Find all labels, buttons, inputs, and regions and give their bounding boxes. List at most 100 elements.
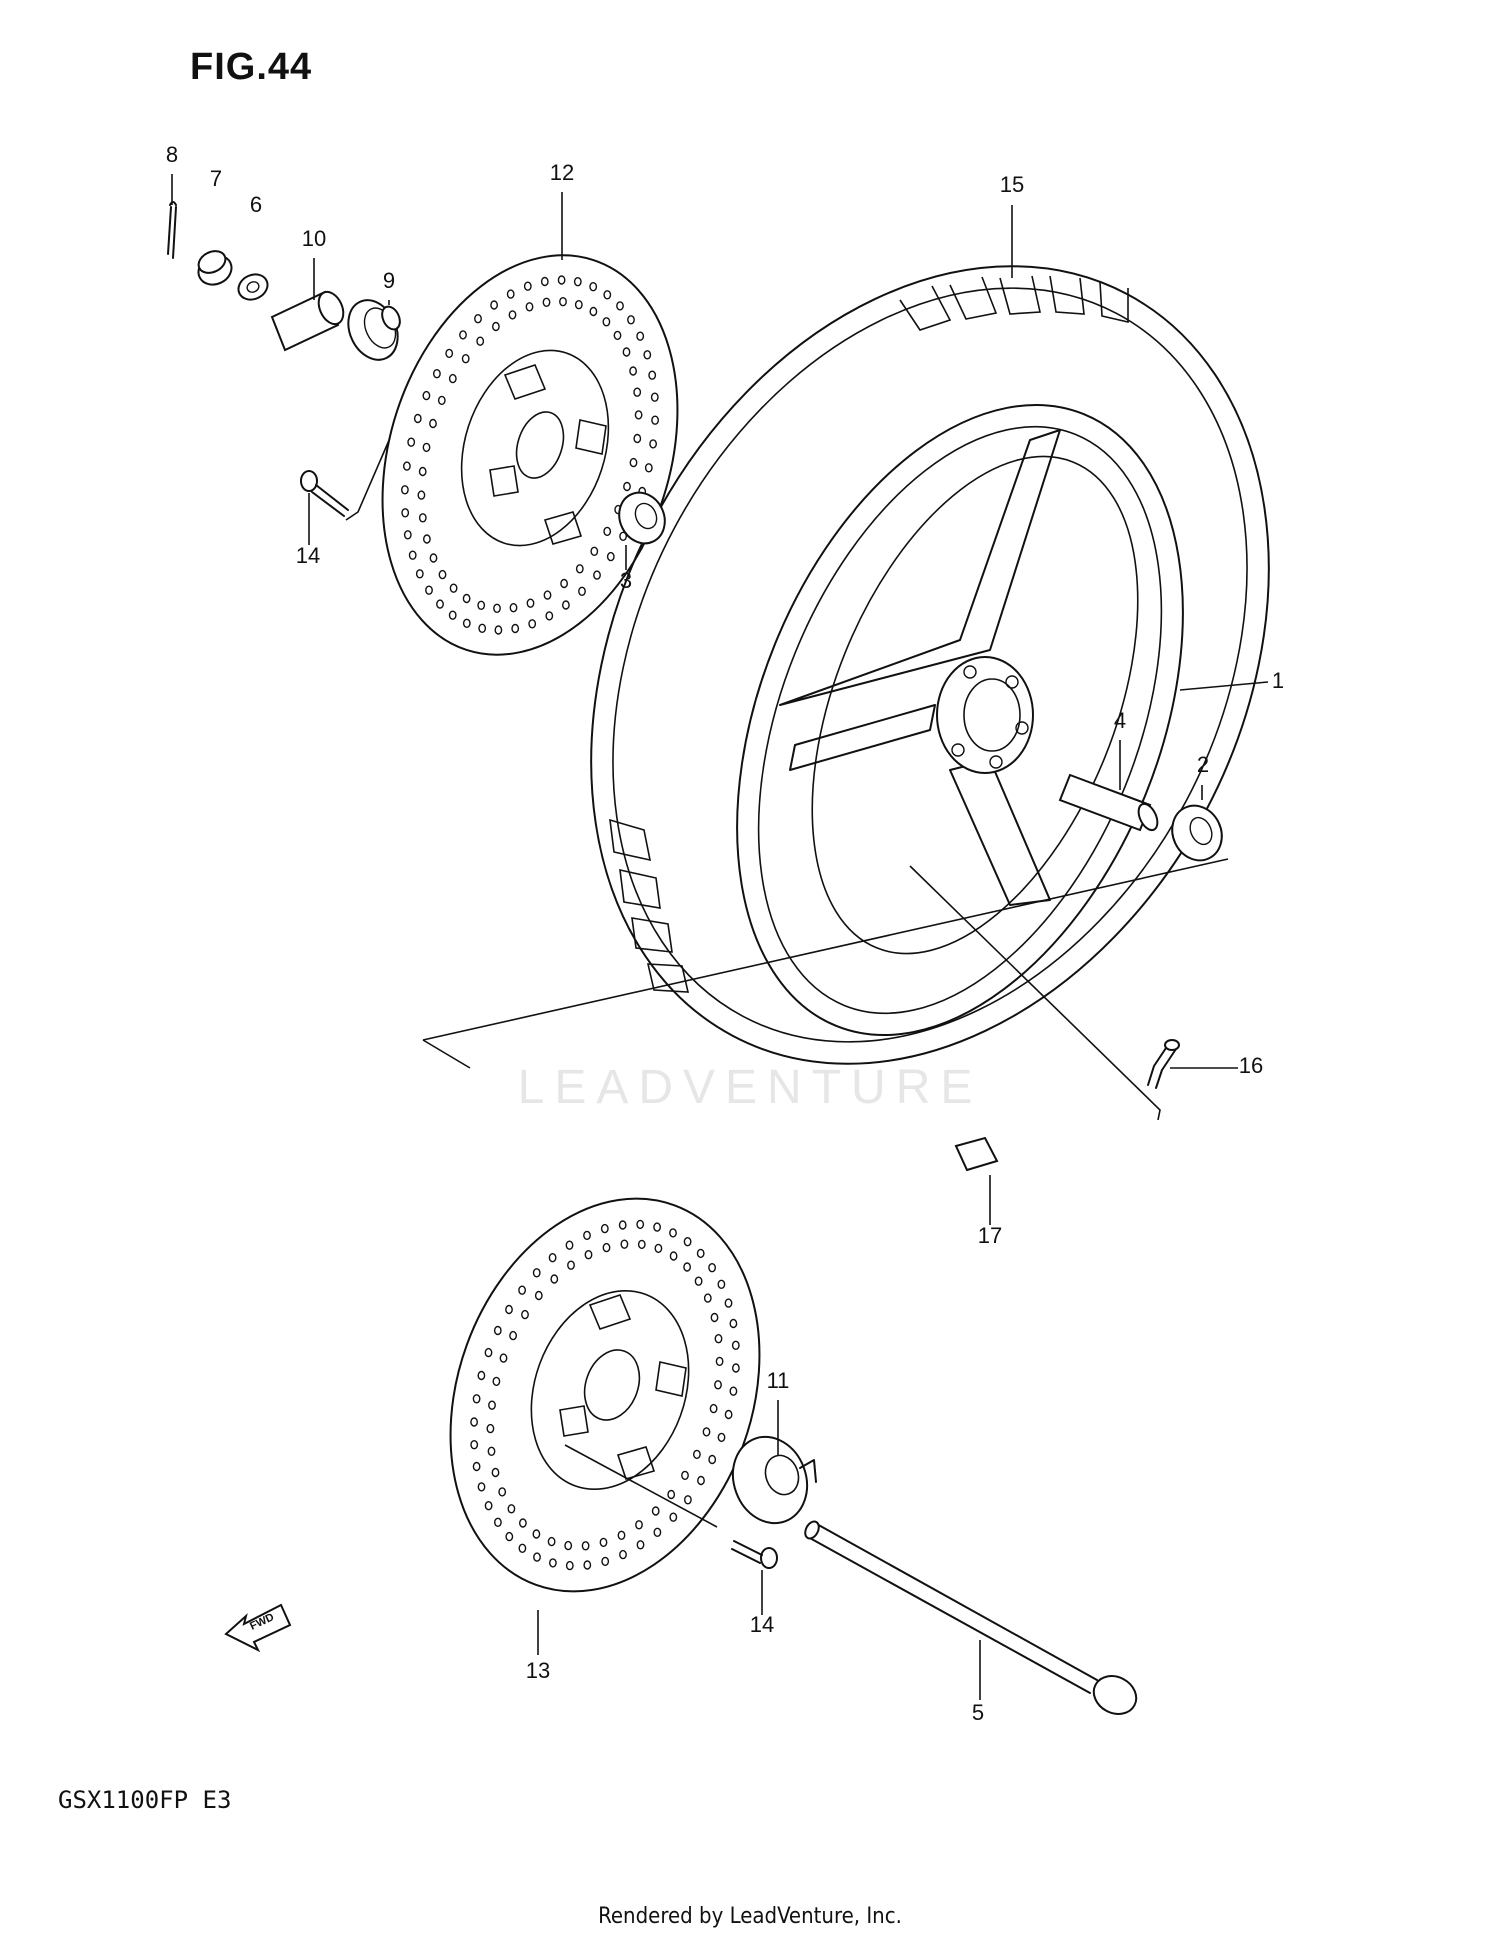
drill-hole: [486, 1423, 495, 1434]
drill-hole: [422, 534, 431, 544]
drill-hole: [477, 1482, 486, 1492]
disc-upper-cross-drill-holes: [400, 275, 659, 635]
drill-hole: [573, 277, 582, 287]
drill-hole: [567, 1260, 575, 1270]
drill-hole: [498, 1487, 507, 1497]
center-spacer-part: [1058, 773, 1159, 832]
drill-hole: [487, 1446, 496, 1457]
bearing-left-part: [618, 491, 666, 545]
drill-hole: [542, 297, 551, 307]
drill-hole: [729, 1386, 738, 1396]
drill-hole: [400, 485, 409, 495]
drill-hole: [601, 1556, 610, 1567]
drill-hole: [523, 281, 532, 291]
drill-hole: [703, 1293, 712, 1303]
drill-hole: [518, 1543, 527, 1554]
drill-hole: [494, 625, 503, 635]
drill-hole: [438, 569, 447, 580]
drill-hole: [525, 302, 534, 312]
drill-hole: [490, 300, 498, 310]
drill-hole: [629, 366, 637, 376]
drill-hole: [403, 530, 412, 540]
drill-hole: [449, 583, 458, 593]
drill-hole: [637, 1239, 646, 1250]
callout-11: 11: [767, 1368, 790, 1393]
valve-stem-part: [1147, 1039, 1180, 1089]
drill-hole: [436, 599, 444, 609]
drill-hole: [432, 369, 441, 379]
callout-15: 15: [1000, 172, 1024, 197]
drill-hole: [669, 1512, 678, 1522]
drill-hole: [472, 1394, 481, 1404]
drill-hole: [418, 513, 427, 523]
drill-hole: [511, 623, 520, 634]
drill-hole: [459, 330, 467, 340]
drill-hole: [717, 1279, 726, 1290]
drill-hole: [697, 1475, 705, 1486]
drill-hole: [533, 1552, 541, 1562]
drill-hole: [474, 314, 482, 324]
callout-1: 1: [1272, 668, 1284, 693]
drill-hole: [534, 1290, 543, 1301]
drill-hole: [543, 590, 552, 600]
callout-13: 13: [526, 1658, 550, 1683]
disc-bolt-lower-part: [731, 1540, 778, 1569]
disc-bolt-upper-part: [300, 470, 349, 517]
drill-hole: [462, 593, 471, 604]
drill-hole: [507, 1504, 516, 1514]
drill-hole: [448, 610, 457, 620]
callout-9: 9: [383, 268, 395, 293]
drill-hole: [629, 457, 638, 468]
drill-hole: [606, 551, 615, 562]
callout-5: 5: [972, 1700, 984, 1725]
drill-hole: [429, 418, 437, 429]
drill-hole: [401, 508, 410, 518]
figure-label: FIG.44: [190, 46, 313, 88]
drill-hole: [506, 289, 515, 299]
drill-hole: [669, 1228, 677, 1238]
drill-hole: [714, 1333, 723, 1344]
drill-hole: [484, 1500, 493, 1511]
callout-7: 7: [210, 166, 222, 191]
drill-hole: [702, 1427, 711, 1437]
drill-hole: [526, 598, 535, 608]
callout-8: 8: [166, 142, 178, 167]
callout-4: 4: [1114, 708, 1126, 733]
drill-hole: [407, 437, 416, 447]
drill-hole: [731, 1340, 740, 1351]
drill-hole: [476, 336, 485, 346]
drill-hole: [488, 1400, 496, 1410]
drill-hole: [694, 1276, 703, 1286]
drill-hole: [627, 315, 635, 325]
drill-hole: [429, 553, 438, 563]
leader-line-1: [1179, 681, 1269, 691]
drill-hole: [493, 603, 501, 613]
drill-hole: [683, 1236, 692, 1247]
drill-hole: [715, 1356, 724, 1367]
drill-hole: [620, 1239, 629, 1249]
drill-hole: [521, 1309, 529, 1320]
drill-hole: [613, 330, 622, 341]
drill-hole: [491, 1467, 500, 1478]
drill-hole: [461, 354, 470, 364]
drill-hole: [565, 1240, 574, 1250]
spacer-tube-part: [270, 290, 345, 352]
drill-hole: [462, 618, 471, 628]
drill-hole: [505, 1531, 514, 1542]
drill-hole: [633, 387, 642, 397]
drill-hole: [547, 1536, 556, 1547]
drill-hole: [550, 1274, 559, 1284]
drill-hole: [589, 306, 598, 317]
drill-hole: [710, 1312, 719, 1323]
drill-hole: [635, 1520, 643, 1530]
drill-hole: [484, 1347, 493, 1358]
drill-hole: [590, 546, 599, 556]
drill-hole: [491, 321, 500, 332]
drill-hole: [644, 463, 653, 473]
drill-hole: [528, 619, 537, 629]
drill-hole: [437, 395, 446, 406]
drill-hole: [548, 1252, 557, 1263]
disc-lower-cross-drill-holes: [470, 1219, 740, 1571]
